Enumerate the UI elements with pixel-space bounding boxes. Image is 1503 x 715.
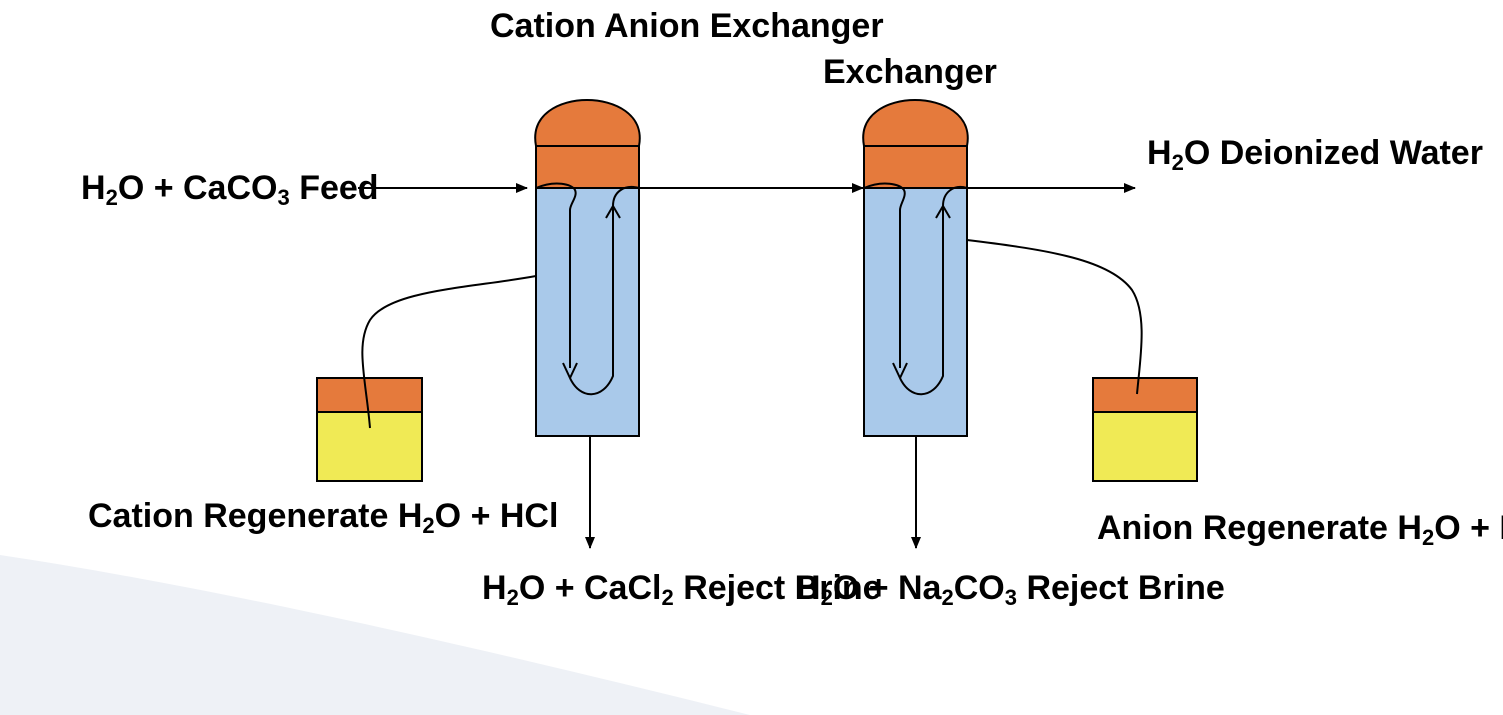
product-formula: H2O [1147,134,1211,175]
cation-brine-formula: H2O + CaCl2 [482,569,674,610]
anion-column-body [863,187,968,437]
background-wave [0,555,750,715]
anion-column-resin [863,145,968,189]
anion-regen-line [966,239,1143,395]
cation-exchanger-column [534,98,641,437]
anion-brine-label: H2O + Na2CO3 Reject Brine [796,568,1225,609]
anion-tank-top [1092,377,1198,413]
anion-regenerant-tank [966,239,1198,482]
cation-regenerate-label: Cation Regenerate H2O + HCl [88,496,558,537]
cation-exchanger-label: Cation Anion Exchanger [490,6,884,47]
anion-brine-formula: H2O + Na2CO3 [796,569,1017,610]
anion-regenerate-label: Anion Regenerate H2O + NaOH [1097,508,1503,549]
cation-regen-line [361,275,537,429]
feed-caption: Feed [299,169,379,207]
cation-brine-caption: Reject Brine [683,569,882,607]
cation-regenerate-caption: Cation Regenerate [88,497,389,535]
cation-column-resin [535,145,640,189]
cation-column-dome [534,98,641,147]
anion-exchanger-label: Exchanger [823,52,997,93]
cation-tank-top [316,377,423,413]
anion-regenerate-formula: H2O + NaOH [1397,509,1503,550]
feed-label: H2O + CaCO3 Feed [81,168,379,209]
product-label: H2O Deionized Water [1147,133,1483,174]
cation-internal-flow [535,182,640,396]
cation-exchanger-line2: Exchanger [709,7,884,45]
cation-column-body [535,187,640,437]
anion-exchanger-line1: Exchanger [823,53,997,91]
cation-regenerant-tank [316,275,537,482]
anion-exchanger-column [862,98,969,437]
feed-formula: H2O + CaCO3 [81,169,290,210]
product-caption: Deionized Water [1219,134,1483,172]
cation-regenerate-formula: H2O + HCl [397,497,559,538]
anion-regenerate-caption: Anion Regenerate [1097,509,1388,547]
anion-internal-flow [863,182,968,396]
cation-exchanger-line1: Cation Anion [490,7,701,45]
anion-brine-caption: Reject Brine [1026,569,1225,607]
cation-brine-label: H2O + CaCl2 Reject Brine [482,568,882,609]
anion-column-dome [862,98,969,147]
